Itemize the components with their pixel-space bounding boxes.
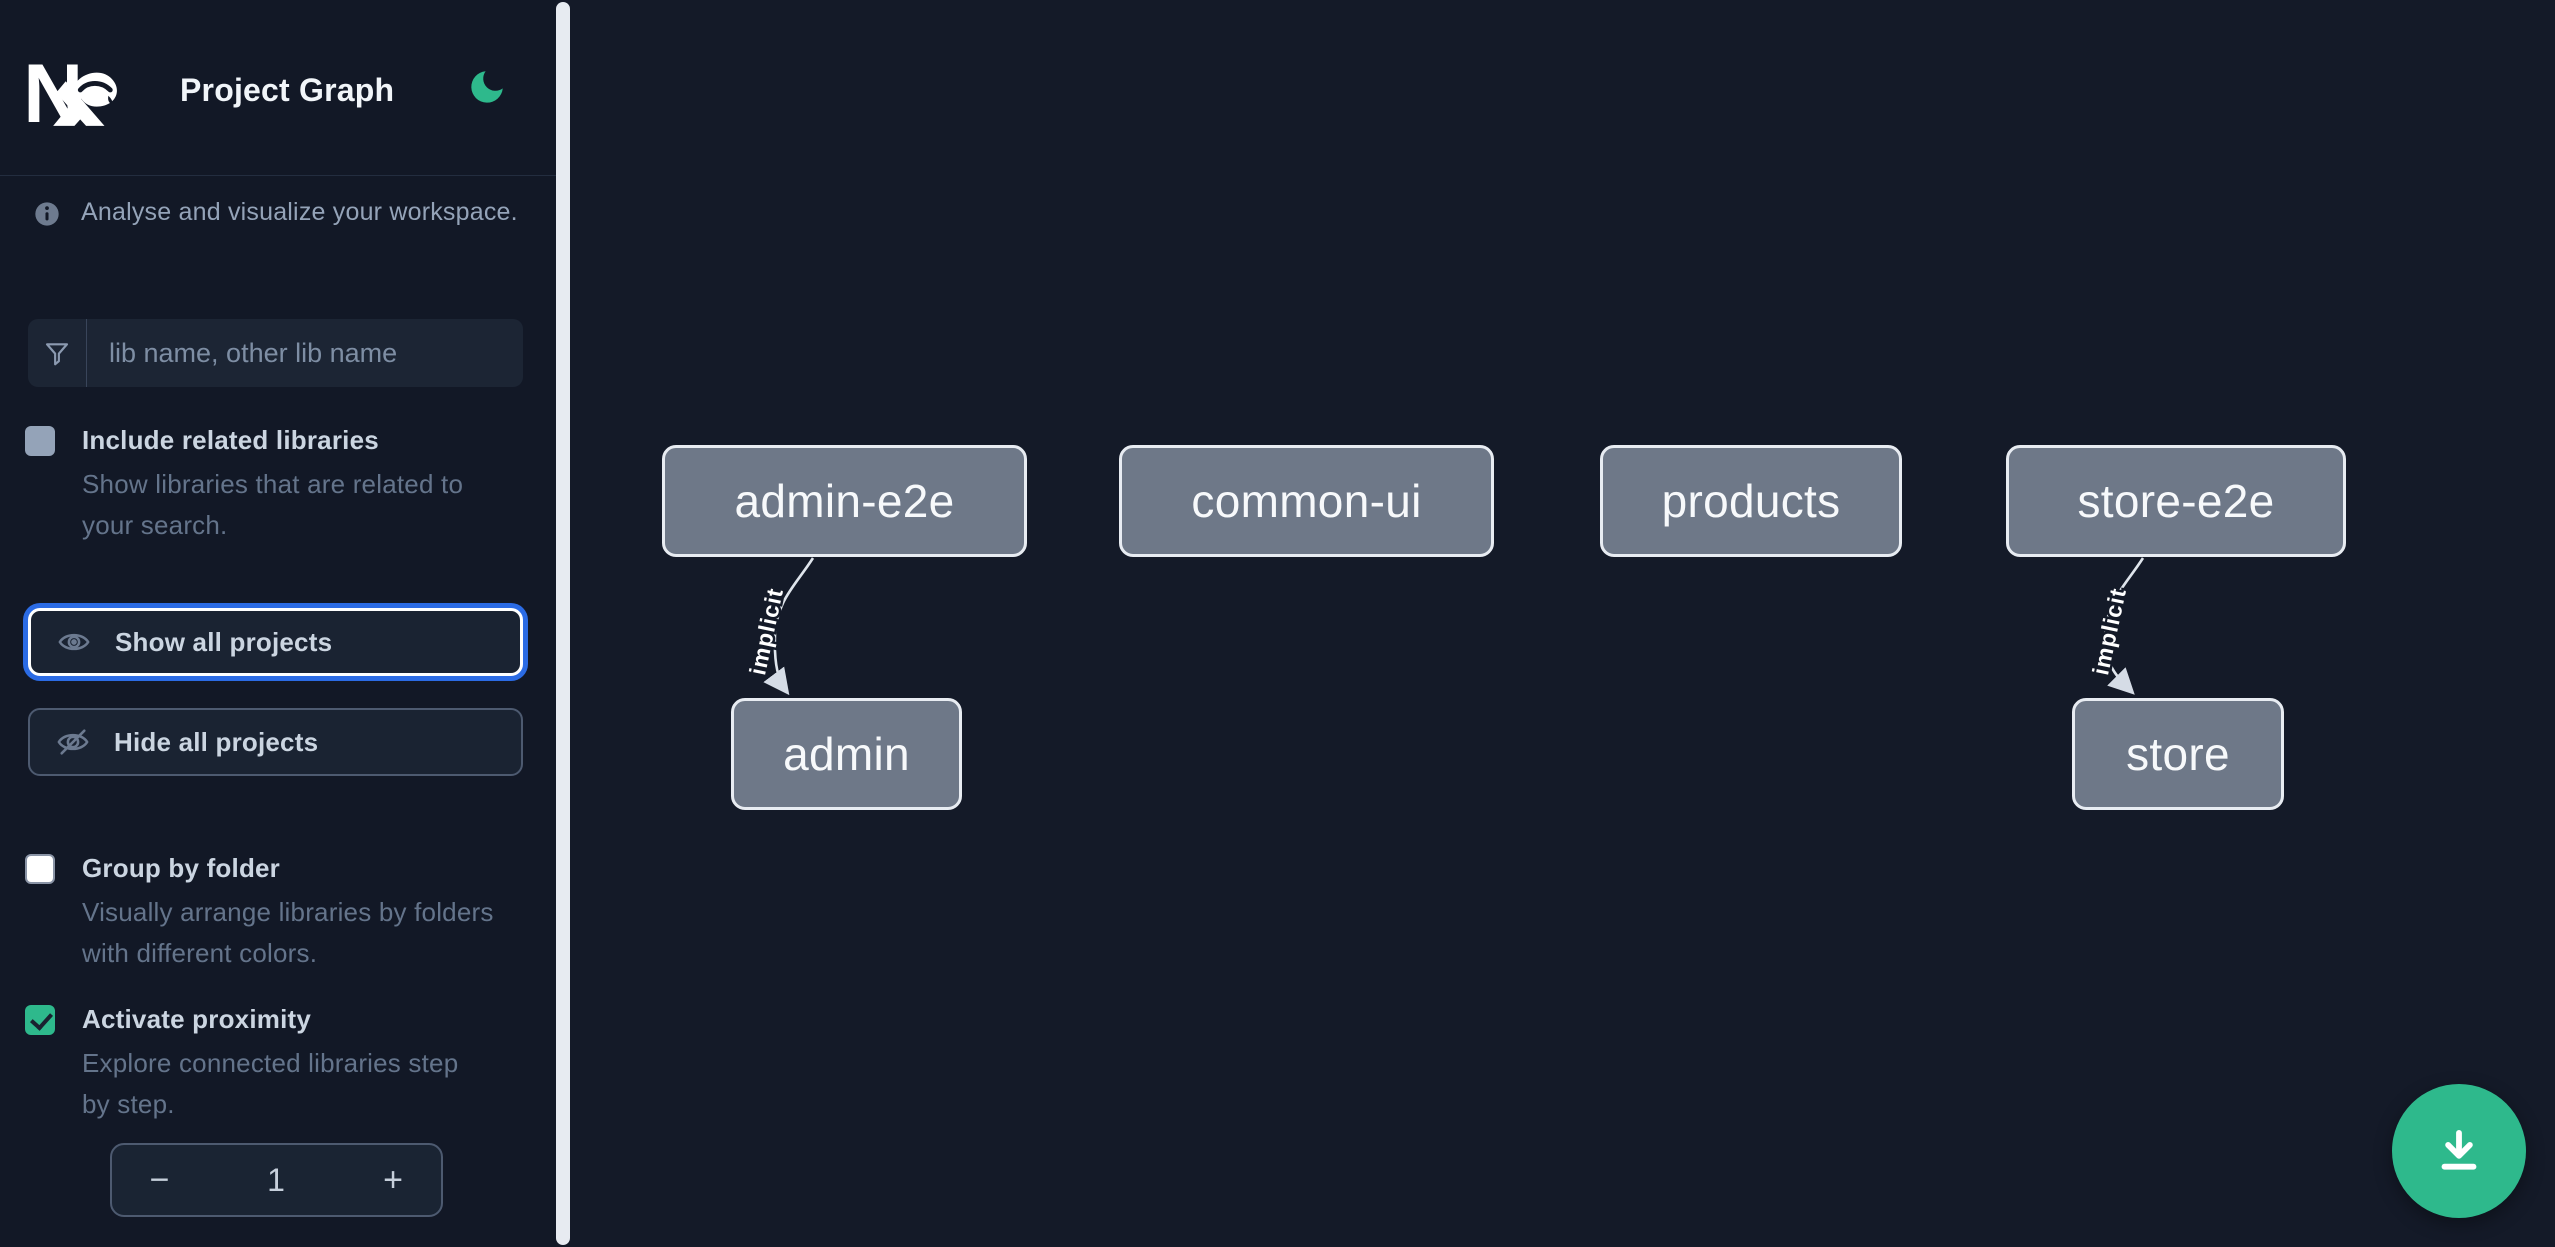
edge-label-implicit: implicit xyxy=(744,585,788,677)
hide-all-projects-button[interactable]: Hide all projects xyxy=(28,708,523,776)
download-icon xyxy=(2441,1129,2477,1170)
activate-proximity-label: Activate proximity xyxy=(82,1004,312,1034)
filter-icon-cell xyxy=(28,319,87,387)
group-by-folder-toggle: Group by folder Visually arrange librari… xyxy=(25,852,502,974)
graph-node-products[interactable]: products xyxy=(1600,445,1902,557)
include-related-label: Include related libraries xyxy=(82,425,379,455)
edge-admin-e2e-admin xyxy=(763,557,815,696)
graph-node-admin-e2e[interactable]: admin-e2e xyxy=(662,445,1027,557)
project-graph-canvas[interactable]: implicit implicit admin-e2e common-ui pr… xyxy=(570,0,2555,1247)
sidebar-scrollbar[interactable] xyxy=(556,2,570,1245)
graph-node-store[interactable]: store xyxy=(2072,698,2284,810)
graph-node-store-e2e[interactable]: store-e2e xyxy=(2006,445,2346,557)
info-icon xyxy=(35,202,59,226)
filter-icon xyxy=(45,343,69,366)
hide-all-projects-label: Hide all projects xyxy=(114,726,319,757)
include-related-checkbox[interactable] xyxy=(25,426,55,456)
edge-label-implicit: implicit xyxy=(2087,585,2131,677)
group-by-folder-description: Visually arrange libraries by folders wi… xyxy=(82,897,494,968)
graph-node-admin[interactable]: admin xyxy=(731,698,962,810)
activate-proximity-description: Explore connected libraries step by step… xyxy=(82,1048,459,1119)
theme-toggle-button[interactable] xyxy=(466,66,508,108)
show-all-projects-label: Show all projects xyxy=(115,626,333,657)
increment-button[interactable]: + xyxy=(345,1145,441,1215)
sidebar-header: N Project Graph xyxy=(0,0,556,176)
edge-store-e2e-store xyxy=(2103,557,2145,695)
include-related-description: Show libraries that are related to your … xyxy=(82,469,464,540)
proximity-depth-stepper: − 1 + xyxy=(110,1143,443,1217)
decrement-button[interactable]: − xyxy=(112,1145,207,1215)
page-title: Project Graph xyxy=(180,72,395,108)
include-related-toggle: Include related libraries Show libraries… xyxy=(25,424,514,546)
activate-proximity-toggle: Activate proximity Explore connected lib… xyxy=(25,1003,482,1125)
show-all-projects-button[interactable]: Show all projects xyxy=(28,608,523,676)
info-text: Analyse and visualize your workspace. xyxy=(81,198,518,226)
moon-icon xyxy=(471,71,503,103)
group-by-folder-checkbox[interactable] xyxy=(25,854,55,884)
eye-icon xyxy=(58,633,90,651)
activate-proximity-checkbox[interactable] xyxy=(25,1005,55,1035)
proximity-depth-value: 1 xyxy=(267,1161,285,1198)
sidebar: N Project Graph Analyse and visualize yo… xyxy=(0,0,556,1247)
search-box xyxy=(28,319,523,387)
workspace-info: Analyse and visualize your workspace. xyxy=(33,198,533,228)
graph-node-common-ui[interactable]: common-ui xyxy=(1119,445,1494,557)
eye-off-icon xyxy=(57,729,89,755)
search-input[interactable] xyxy=(87,319,523,387)
nx-logo: N xyxy=(27,50,117,130)
group-by-folder-label: Group by folder xyxy=(82,853,280,883)
graph-edges: implicit implicit xyxy=(742,557,2145,696)
download-image-button[interactable] xyxy=(2392,1084,2526,1218)
